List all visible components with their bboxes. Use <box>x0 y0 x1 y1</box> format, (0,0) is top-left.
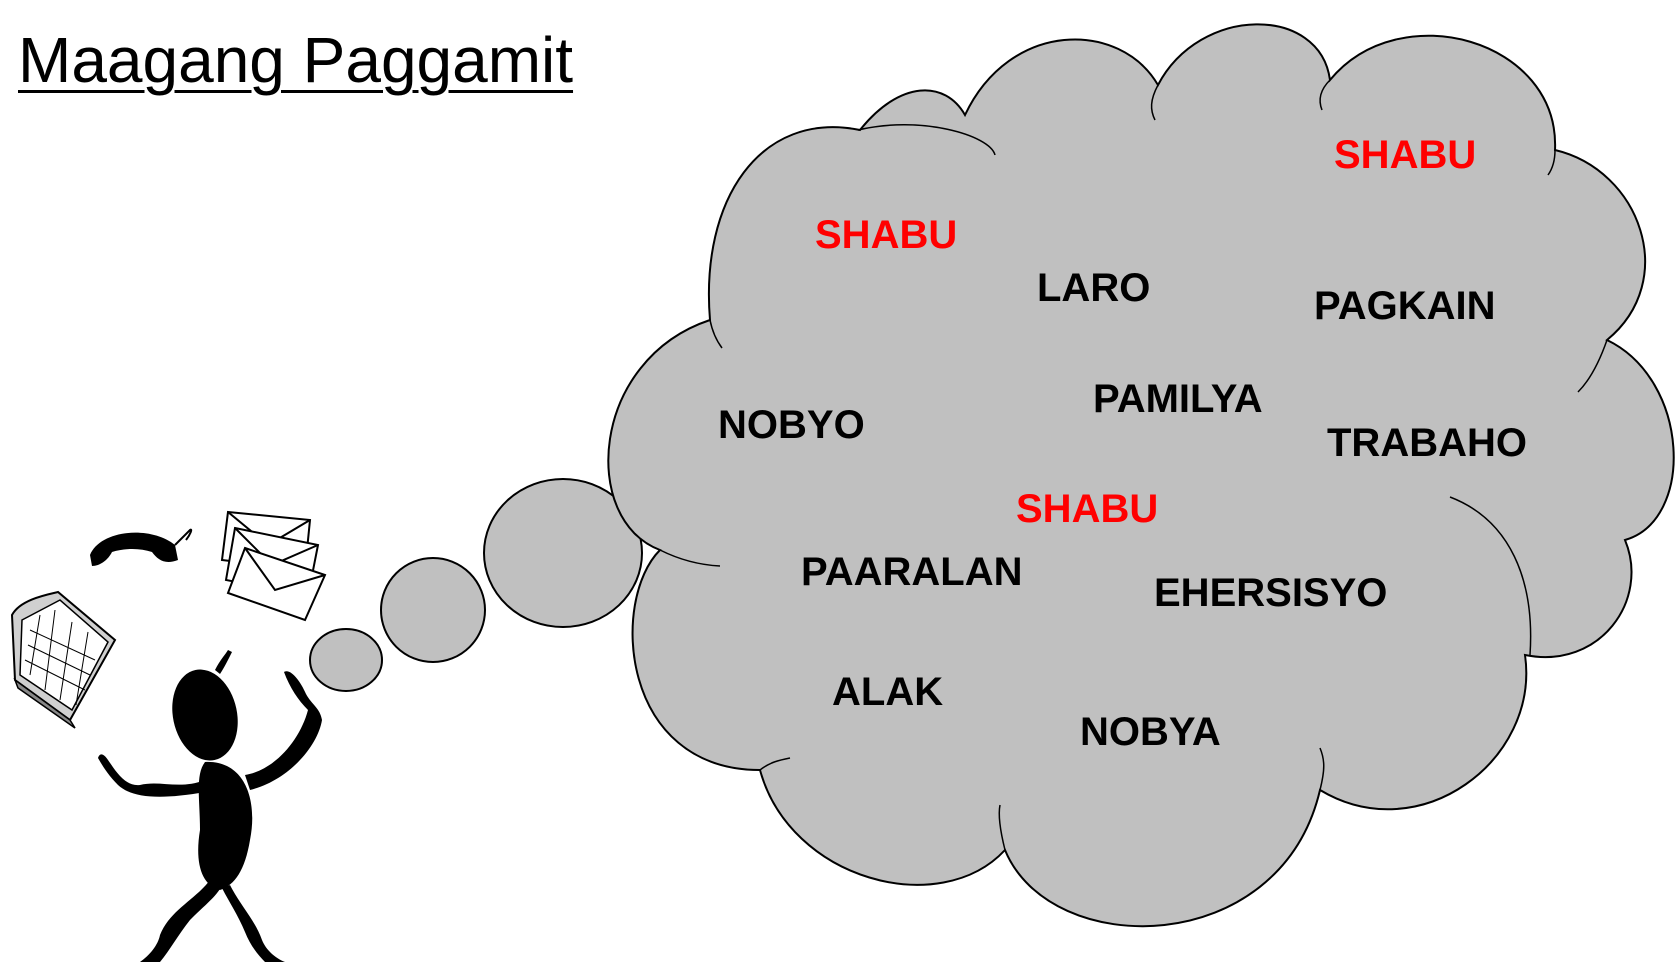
word-nobya: NOBYA <box>1080 710 1221 754</box>
calendar-icon <box>10 590 117 729</box>
stressed-person-icon <box>98 650 322 962</box>
thought-bubble-medium <box>380 557 486 663</box>
word-pagkain: PAGKAIN <box>1314 284 1495 328</box>
thought-bubble-small <box>309 628 383 692</box>
thought-cloud <box>607 23 1675 928</box>
word-nobyo: NOBYO <box>718 403 865 447</box>
page-title: Maagang Paggamit <box>18 24 574 96</box>
telephone-icon <box>90 528 193 566</box>
envelopes-icon <box>220 510 327 622</box>
word-laro: LARO <box>1037 266 1150 310</box>
word-trabaho: TRABAHO <box>1327 421 1527 465</box>
word-alak: ALAK <box>832 670 943 714</box>
word-shabu-1: SHABU <box>815 213 957 257</box>
word-shabu-2: SHABU <box>1334 133 1476 177</box>
word-pamilya: PAMILYA <box>1093 377 1263 421</box>
word-shabu-3: SHABU <box>1016 487 1158 531</box>
word-ehersisyo: EHERSISYO <box>1154 571 1387 615</box>
word-paaralan: PAARALAN <box>801 550 1022 594</box>
thought-bubble-large <box>483 478 643 628</box>
